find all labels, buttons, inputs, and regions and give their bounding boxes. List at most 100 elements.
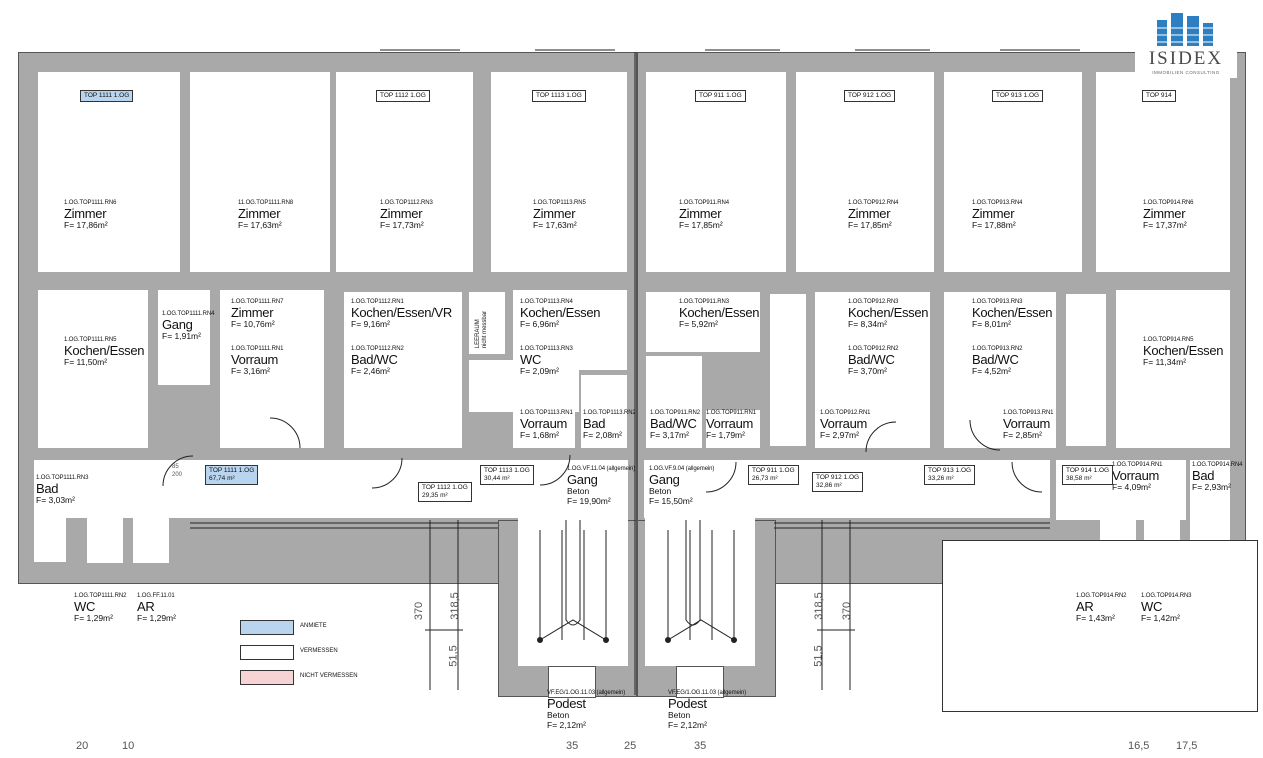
dimension-label: 318,5 <box>448 592 461 620</box>
dimension-label: 51,5 <box>812 645 825 667</box>
legend-label: NICHT VERMESSEN <box>300 673 358 679</box>
top-label: TOP 911 1.OG <box>695 90 746 102</box>
room-top912-zimmer <box>796 72 934 272</box>
room-top1111-gang <box>158 290 210 385</box>
room-top914-kochen <box>1116 290 1230 448</box>
top-label: TOP 1111 1.OG <box>80 90 134 102</box>
top-label: TOP 1112 1.OG <box>376 90 430 102</box>
dimension-label: 16,5 <box>1128 740 1150 752</box>
legend-swatch-anmiete <box>240 620 294 635</box>
legend-label: VERMESSEN <box>300 648 338 654</box>
room-wc-ar-left-2 <box>133 515 169 563</box>
room-top913-empty <box>1066 294 1106 446</box>
room-top1113-vorraum <box>513 410 575 448</box>
room-top1111-kochen <box>38 290 148 448</box>
dimension-label: 370 <box>841 601 854 621</box>
room-top913-kochen <box>944 292 1056 448</box>
room-top1112-zimmer <box>336 72 473 272</box>
logo-tagline: IMMOBILIEN CONSULTING <box>1152 70 1220 75</box>
room-top913-zimmer <box>944 72 1082 272</box>
isidex-logo: ISIDEX IMMOBILIEN CONSULTING <box>1135 8 1237 78</box>
room-top911-bad <box>646 356 702 448</box>
room-top911-zimmer <box>646 72 786 272</box>
room-top911-kochen <box>646 292 760 352</box>
room-top1112-kochen <box>344 292 462 448</box>
top-label: TOP 912 1.OG <box>844 90 896 102</box>
dimension-label: 25 <box>624 740 637 752</box>
legend-label: ANMIETE <box>300 623 327 629</box>
room-wc-ar-left-1 <box>87 515 123 563</box>
room-top911-vorraum <box>706 410 760 448</box>
door-dimension: 85 <box>172 464 179 470</box>
dimension-label: 17,5 <box>1176 740 1198 752</box>
room-top1111-bad <box>34 460 182 518</box>
dimension-label: 35 <box>694 740 707 752</box>
room-top1111-zimmer-small <box>220 290 324 448</box>
legend-swatch-nicht-vermessen <box>240 670 294 685</box>
top-label: TOP 913 1.OG <box>992 90 1044 102</box>
dimension-label: 370 <box>413 601 426 621</box>
room-top1111-zimmer-2 <box>190 72 330 272</box>
dimension-label: 51,5 <box>447 645 460 667</box>
dimension-label: 20 <box>76 740 89 752</box>
room-stair-left <box>518 518 628 666</box>
dimension-label: 318,5 <box>812 592 825 620</box>
courtyard-outline <box>942 540 1258 712</box>
room-top912-empty <box>770 294 806 446</box>
top-label: TOP 1113 1.OG <box>532 90 586 102</box>
building-logo-icon <box>1157 13 1213 46</box>
logo-wordmark: ISIDEX <box>1148 48 1224 69</box>
top-label: TOP 914 <box>1142 90 1176 102</box>
podest-left <box>548 666 596 698</box>
room-top1113-bad <box>581 375 627 448</box>
room-top914-zimmer <box>1096 72 1230 272</box>
room-top1113-zimmer <box>491 72 627 272</box>
room-top912-kochen <box>815 292 930 448</box>
room-top1111-wc <box>34 518 66 562</box>
room-top1113-kochen <box>513 290 627 370</box>
